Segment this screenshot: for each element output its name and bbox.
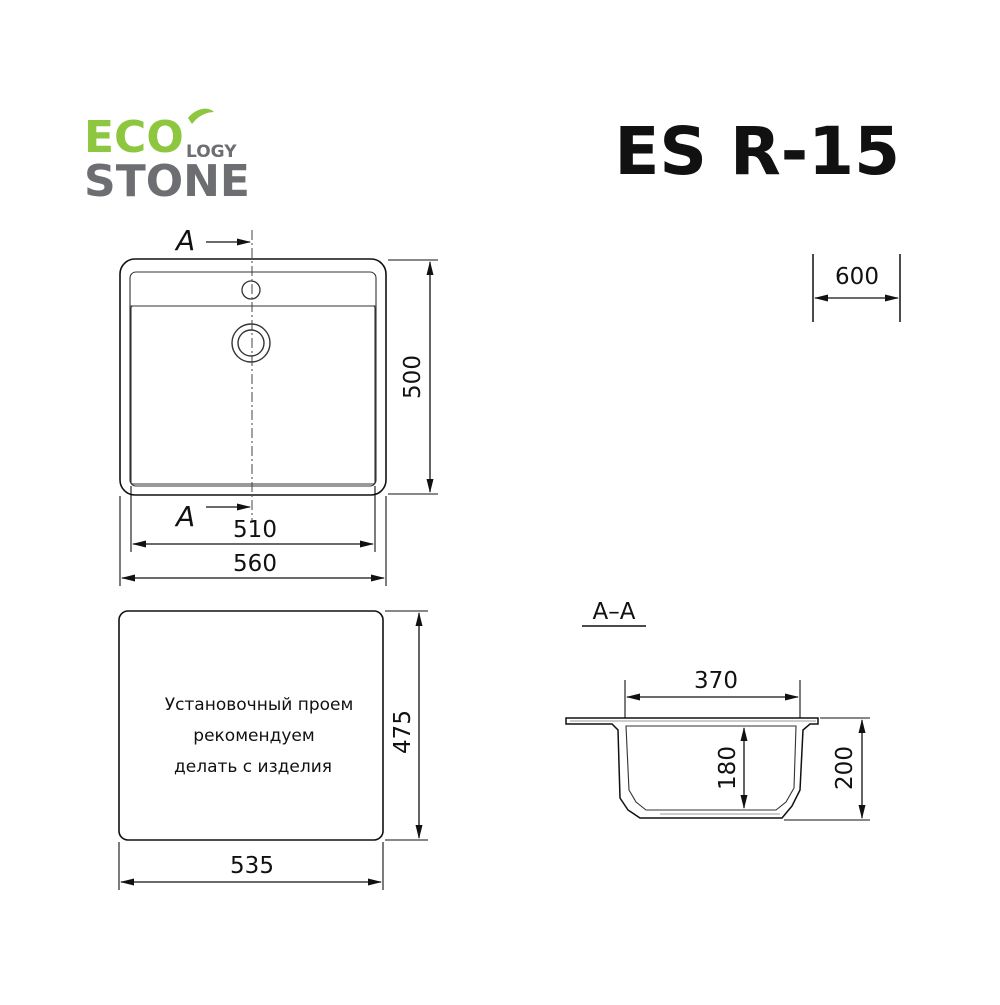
drain-inner xyxy=(237,329,265,357)
sink-profile-outer xyxy=(565,717,819,819)
inner-depth-label: 180 xyxy=(715,746,741,790)
cutout-depth-label: 475 xyxy=(390,710,416,754)
top-view: A A 500 510 560 xyxy=(119,224,438,586)
overall-width-label: 560 xyxy=(233,551,277,577)
bowl-width-label: 510 xyxy=(233,517,277,543)
brand-logo: ECO LOGY STONE xyxy=(84,108,250,207)
cutout-width-label: 535 xyxy=(230,853,274,879)
cutout-note-line-3: делать с изделия xyxy=(174,757,332,777)
faucet-hole xyxy=(241,280,261,300)
section-mark-bottom: A xyxy=(174,500,195,533)
cutout-note-line-1: Установочный проем xyxy=(165,695,354,715)
sink-rim xyxy=(129,271,377,487)
bowl-outline xyxy=(130,305,376,485)
section-mark-top: A xyxy=(174,224,195,257)
sink-profile-inner xyxy=(625,725,797,811)
drain-outer xyxy=(231,323,271,363)
cabinet-width-label: 600 xyxy=(835,264,879,290)
logo-logy-text: LOGY xyxy=(186,142,237,162)
leaf-icon xyxy=(188,108,214,124)
cutout-view: Установочный проем рекомендуем делать с … xyxy=(118,610,428,890)
logo-eco-text: ECO xyxy=(84,112,184,163)
section-title: A–A xyxy=(593,599,636,625)
depth-500-label: 500 xyxy=(400,355,426,399)
cutout-outline xyxy=(118,610,384,841)
model-title: ES R-15 xyxy=(614,113,900,190)
sink-outline xyxy=(119,258,387,496)
section-width-label: 370 xyxy=(694,668,738,694)
overall-depth-label: 200 xyxy=(832,746,858,790)
cabinet-width-dimension: 600 xyxy=(812,254,901,322)
logo-stone-text: STONE xyxy=(84,156,250,207)
section-view: A–A 370 180 200 xyxy=(565,599,870,821)
cutout-note-line-2: рекомендуем xyxy=(193,726,314,746)
